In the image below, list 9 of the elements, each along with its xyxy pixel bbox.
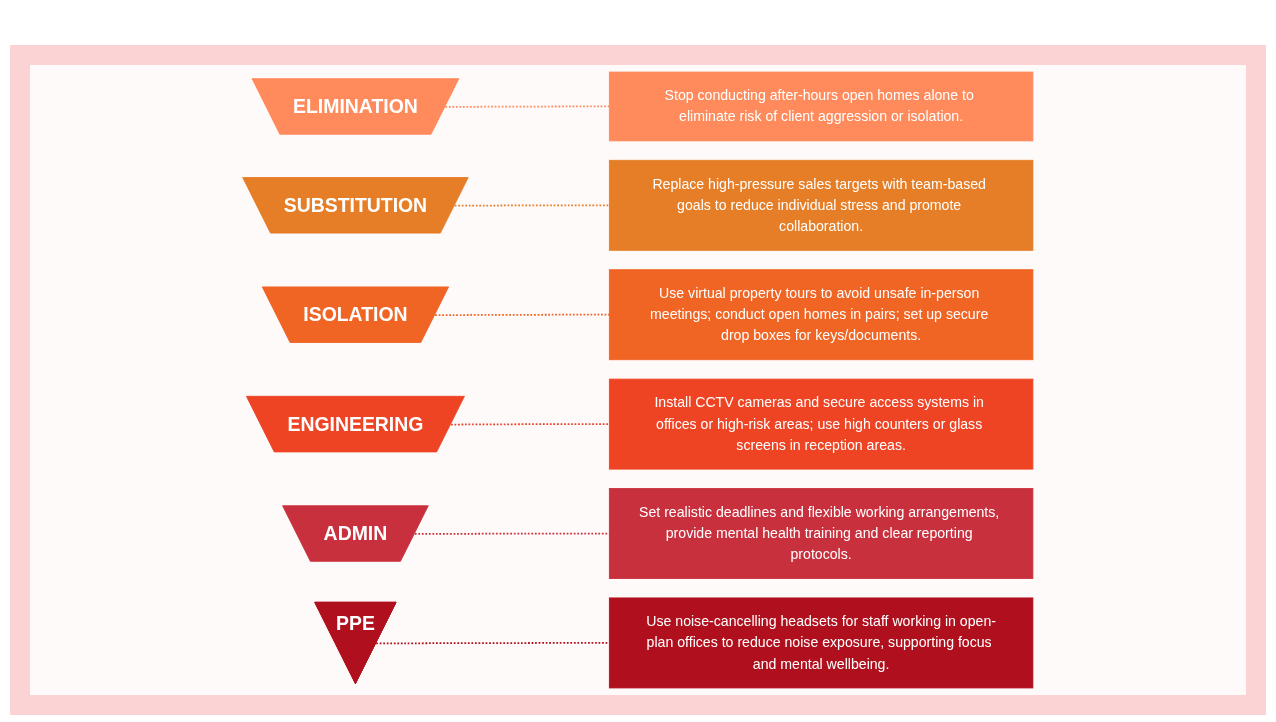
node-box: Stop conducting after-hours open homes alone to eliminate risk of client aggression or isolation. <box>609 71 1034 142</box>
connector <box>444 105 611 108</box>
node-box: Use noise-cancelling headsets for staff working in open-plan offices to reduce noise exposure, supporting focus and mental wellbeing. <box>609 597 1034 689</box>
connector <box>450 423 611 426</box>
node-box: Set realistic deadlines and flexible working arrangements, provide mental health training and clear reporting protocols. <box>609 488 1034 579</box>
node-box: Replace high-pressure sales targets with team-based goals to reduce individual stress and promote collaboration. <box>609 159 1034 251</box>
node-box: Use virtual property tours to avoid unsafe in-person meetings; conduct open homes in pairs; set up secure drop boxes for keys/documents. <box>609 269 1034 361</box>
connector <box>454 204 611 207</box>
node-box: Install CCTV cameras and secure access systems in offices or high-risk areas; use high counters or glass screens in reception areas. <box>609 378 1034 470</box>
